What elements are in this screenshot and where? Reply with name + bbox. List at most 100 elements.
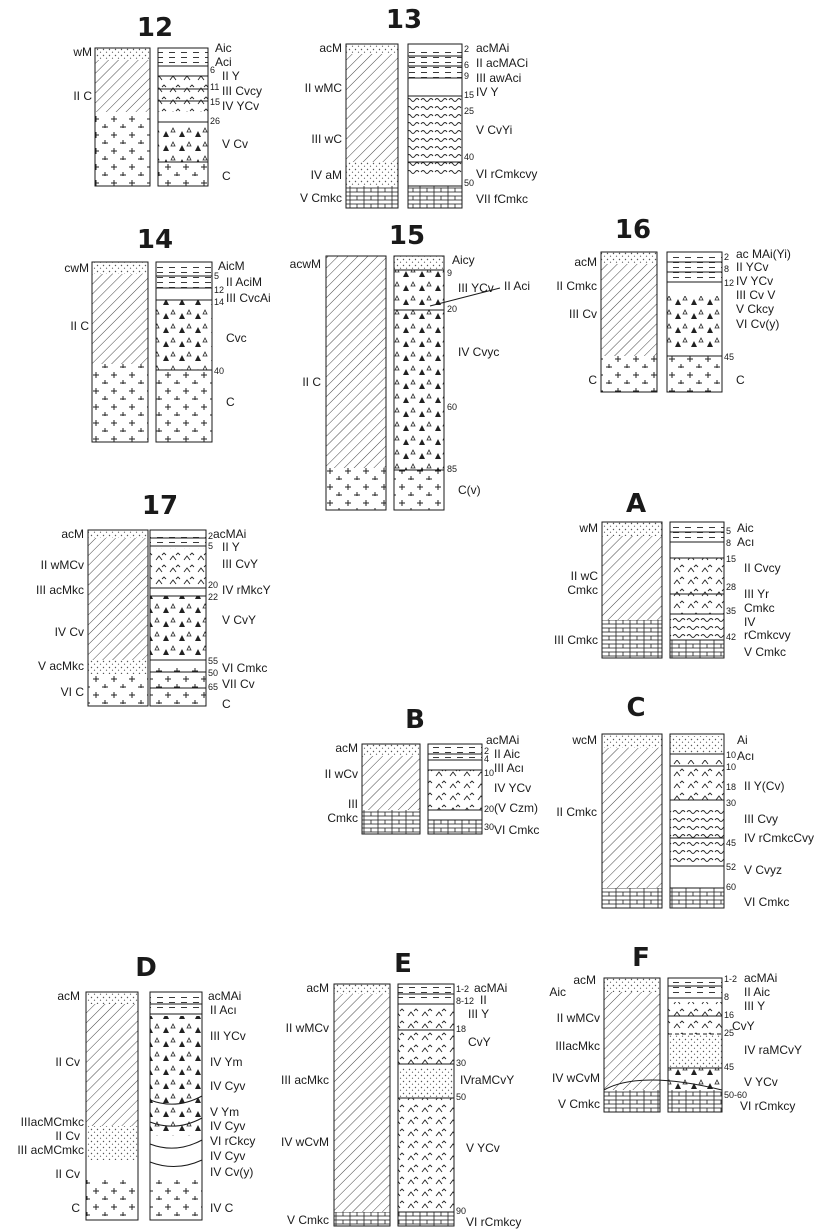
right-label: V Cv bbox=[222, 137, 248, 151]
left-label: III wC bbox=[311, 132, 342, 146]
right-label: II bbox=[480, 993, 487, 1007]
depth-label: 20 bbox=[484, 804, 494, 814]
left-column bbox=[85, 991, 139, 1221]
layer-fill bbox=[362, 744, 420, 756]
depth-label: 1-2 bbox=[456, 984, 469, 994]
left-label: III Cmkc bbox=[554, 633, 598, 647]
layer-fill bbox=[604, 992, 660, 1090]
layer-fill bbox=[601, 252, 657, 264]
left-label: wM bbox=[578, 521, 598, 535]
depth-label: 2 bbox=[724, 252, 729, 262]
depth-label: 50 bbox=[456, 1092, 466, 1102]
depth-label: 40 bbox=[464, 152, 474, 162]
depth-label: 60 bbox=[447, 402, 457, 412]
left-label: Cmkc bbox=[567, 583, 598, 597]
depth-label: 9 bbox=[464, 71, 469, 81]
right-column bbox=[669, 521, 725, 659]
layer-fill bbox=[601, 356, 657, 392]
layer-fill bbox=[86, 992, 138, 1004]
depth-label: 12 bbox=[214, 285, 224, 295]
left-label: wcM bbox=[571, 733, 597, 747]
depth-label: 8 bbox=[724, 264, 729, 274]
depth-label: 2 bbox=[484, 746, 489, 756]
right-column bbox=[157, 47, 209, 187]
right-label: VI Cmkc bbox=[744, 895, 789, 909]
right-label: III Acı bbox=[494, 761, 524, 775]
profile-title: A bbox=[626, 489, 646, 519]
left-label: IV Cv bbox=[55, 625, 84, 639]
horizon-boundary bbox=[603, 1079, 723, 1091]
layer-fill bbox=[408, 48, 462, 78]
right-label: III Y bbox=[468, 1007, 489, 1021]
right-label: V CvYi bbox=[476, 123, 512, 137]
layer-fill bbox=[346, 162, 398, 186]
left-column bbox=[94, 47, 151, 187]
layer-fill bbox=[346, 44, 398, 54]
layer-fill bbox=[92, 364, 148, 442]
depth-label: 9 bbox=[447, 268, 452, 278]
depth-label: 45 bbox=[726, 838, 736, 848]
right-label: V YCv bbox=[466, 1141, 500, 1155]
right-column bbox=[666, 251, 723, 393]
right-label: C bbox=[736, 373, 745, 387]
depth-label: 42 bbox=[726, 632, 736, 642]
right-label: C bbox=[222, 169, 231, 183]
left-label: acM bbox=[335, 741, 358, 755]
left-label: II Cmkc bbox=[556, 279, 597, 293]
right-label: Cvc bbox=[226, 331, 247, 345]
left-label: acM bbox=[57, 989, 80, 1003]
layer-fill bbox=[398, 1008, 454, 1068]
depth-label: 85 bbox=[447, 464, 457, 474]
right-label: IV rCmkcCvy bbox=[744, 831, 814, 845]
profile-B: B acM II wCv III Cmkc acMAi II Aic III A… bbox=[325, 705, 540, 837]
layer-fill bbox=[602, 734, 662, 748]
depth-label: 5 bbox=[726, 526, 731, 536]
depth-label: 5 bbox=[214, 271, 219, 281]
layer-fill bbox=[408, 98, 462, 150]
right-label: II AciM bbox=[226, 275, 262, 289]
layer-fill bbox=[668, 980, 722, 994]
layer-fill bbox=[346, 54, 398, 162]
left-label: II wMCv bbox=[286, 1021, 329, 1035]
left-label: Aic bbox=[549, 985, 566, 999]
layer-fill bbox=[670, 760, 724, 800]
left-label: III acMkc bbox=[36, 583, 84, 597]
left-label: V acMkc bbox=[38, 659, 84, 673]
left-column bbox=[325, 255, 387, 511]
right-label: IV YCv bbox=[494, 781, 531, 795]
right-label: IV Cv(y) bbox=[210, 1165, 253, 1179]
profile-title: 13 bbox=[386, 5, 422, 35]
depth-label: 12 bbox=[724, 278, 734, 288]
right-label: rCmkcvy bbox=[744, 628, 791, 642]
right-label: II Y(Cv) bbox=[744, 779, 784, 793]
layer-fill bbox=[362, 810, 420, 834]
left-column bbox=[361, 743, 421, 835]
left-label: Cmkc bbox=[327, 811, 358, 825]
depth-label: 18 bbox=[726, 782, 736, 792]
depth-label: 50-60 bbox=[724, 1090, 747, 1100]
right-label: VI Cv(y) bbox=[736, 317, 779, 331]
layer-fill bbox=[602, 620, 662, 658]
right-label: VI rCmkcy bbox=[466, 1215, 521, 1229]
depth-label: 14 bbox=[214, 297, 224, 307]
right-label: CvY bbox=[468, 1035, 491, 1049]
horizon-boundary bbox=[149, 1095, 203, 1167]
layer-fill bbox=[95, 48, 150, 60]
profile-17: 17 acM II wMCv III acMkc IV Cv V acMkc V… bbox=[36, 491, 271, 711]
left-label: acM bbox=[573, 973, 596, 987]
layer-fill bbox=[604, 1090, 660, 1112]
left-label: acM bbox=[61, 527, 84, 541]
left-column bbox=[345, 43, 399, 209]
right-label: Aicy bbox=[452, 253, 475, 267]
depth-label: 52 bbox=[726, 862, 736, 872]
layer-fill bbox=[398, 1098, 454, 1212]
right-label: VI Cmkc bbox=[494, 823, 539, 837]
left-label: II wMC bbox=[305, 81, 343, 95]
right-label: CvY bbox=[732, 1019, 755, 1033]
right-label: acMAi bbox=[213, 527, 246, 541]
depth-label: 65 bbox=[208, 682, 218, 692]
depth-label: 15 bbox=[464, 90, 474, 100]
right-column bbox=[397, 983, 455, 1227]
right-label: V YCv bbox=[744, 1075, 778, 1089]
